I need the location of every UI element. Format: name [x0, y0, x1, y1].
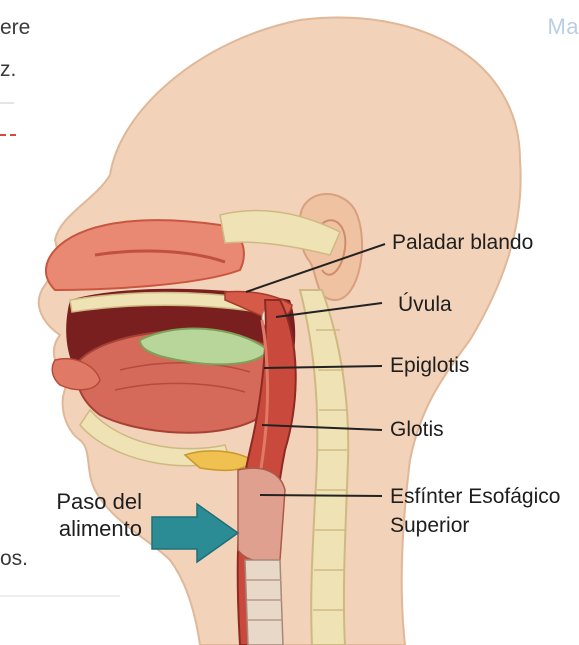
label-esfinter-line1: Esfínter Esofágico	[390, 484, 560, 509]
label-glotis: Glotis	[390, 417, 444, 442]
watermark: Ma	[547, 14, 579, 40]
label-paladar-blando: Paladar blando	[392, 230, 533, 255]
larynx	[238, 468, 285, 562]
edge-text-1: ere	[0, 16, 30, 40]
leader-esfinter	[260, 495, 382, 496]
paso-line2: alimento	[38, 516, 142, 543]
edge-text-2: z.	[0, 58, 16, 82]
edge-text-3: os.	[0, 547, 28, 571]
label-epiglotis: Epiglotis	[390, 353, 469, 378]
label-uvula: Úvula	[398, 292, 452, 317]
paso-line1: Paso del	[38, 489, 142, 516]
trachea	[245, 560, 283, 645]
label-esfinter-line2: Superior	[390, 513, 469, 538]
label-paso-del-alimento: Paso del alimento	[38, 489, 142, 543]
